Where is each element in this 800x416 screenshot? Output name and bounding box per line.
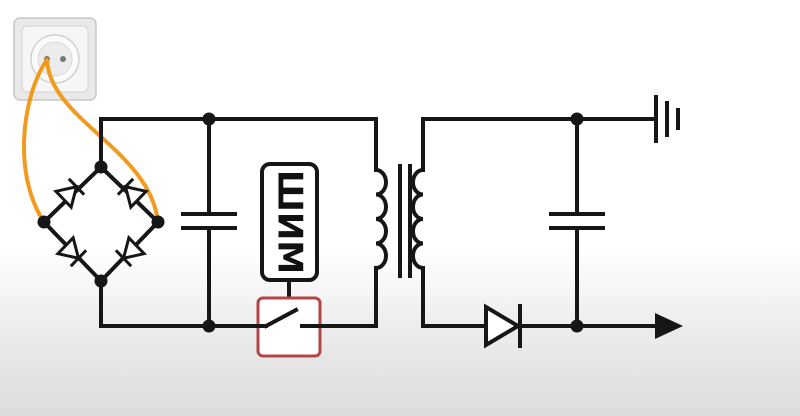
bridge-diode-4 [114,234,148,268]
junction-dots [37,112,584,333]
ground-icon [654,95,680,143]
pwm-label: ШИМ [270,170,310,274]
switch [256,296,322,358]
bridge-outline [41,164,161,284]
output-capacitor [549,117,605,328]
junction-bridge-right [151,215,165,229]
junction-bridge-top [94,160,108,174]
primary-bottom-wire-right [318,266,378,328]
socket-hole-right [60,56,66,62]
junction-cap-bottom [202,319,216,333]
junction-bridge-bottom [94,274,108,288]
input-capacitor [181,117,237,328]
junction-cap-top [202,112,216,126]
primary-bottom-wire-left [99,279,260,328]
primary-coil [373,167,388,271]
output-diode [484,303,522,349]
secondary-bottom-wire [421,266,486,328]
socket-recess [37,41,73,77]
bridge-diode-3 [54,234,88,268]
junction-outcap-top [570,112,584,126]
transformer [373,164,426,278]
junction-bridge-left [37,215,51,229]
diode-bridge [41,164,161,284]
pwm-controller: ШИМ [260,162,319,300]
arrow-right-icon [655,313,683,339]
bridge-diode-2 [116,177,150,211]
secondary-coil [411,167,426,271]
secondary-top-wire [421,117,658,172]
junction-outcap-bottom [570,319,584,333]
primary-top-wire [99,117,378,172]
mains-lead-left [21,58,49,224]
bridge-diode-1 [52,177,86,211]
